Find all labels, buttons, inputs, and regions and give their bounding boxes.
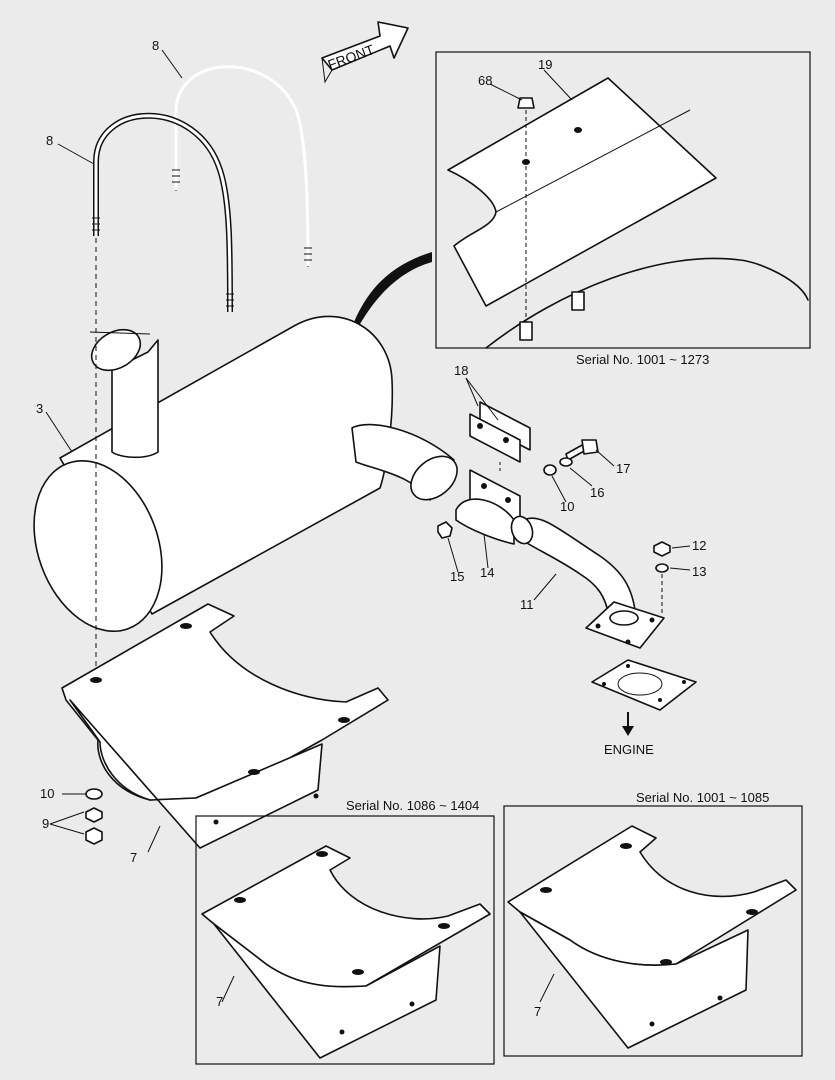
callout-8-top: 8	[152, 38, 159, 53]
callout-7-main: 7	[130, 850, 137, 865]
bracket-7-late	[201, 845, 491, 1059]
callout-8-left: 8	[46, 133, 53, 148]
u-bolt-front	[92, 112, 234, 313]
nut-9-upper	[85, 807, 103, 823]
callout-17: 17	[616, 461, 630, 476]
washer-10-right	[543, 464, 557, 476]
callout-11: 11	[520, 597, 534, 612]
callout-10-right: 10	[560, 499, 574, 514]
front-label: FRONT	[326, 41, 377, 73]
muffler-3	[33, 315, 458, 633]
exhaust-pipe-11	[510, 515, 665, 649]
callout-9: 9	[42, 816, 49, 831]
leader-lines	[45, 49, 691, 1003]
callout-13: 13	[692, 564, 706, 579]
bolt-17	[565, 439, 599, 461]
callout-7-right: 7	[534, 1004, 541, 1019]
serial-label-inset-center: Serial No. 1086 ~ 1404	[346, 798, 479, 813]
callout-16: 16	[590, 485, 604, 500]
callout-15: 15	[450, 569, 464, 584]
washer-13	[655, 563, 669, 573]
clamp-14	[455, 401, 531, 545]
serial-label-inset-right: Serial No. 1001 ~ 1085	[636, 790, 769, 805]
bracket-7-early	[507, 825, 797, 1049]
callout-10-left: 10	[40, 786, 54, 801]
inset-box-bracket-early	[503, 805, 803, 1057]
callout-7-center: 7	[216, 994, 223, 1009]
washer-16	[559, 457, 573, 467]
front-direction-arrow: FRONT	[321, 21, 409, 84]
nut-15	[437, 521, 453, 539]
bracket-7-main	[61, 603, 389, 849]
engine-label: ENGINE	[604, 742, 654, 757]
u-bolt-rear	[172, 65, 312, 267]
inset-box-heat-shield	[435, 51, 811, 349]
nut-9-lower	[85, 827, 103, 845]
callout-12: 12	[692, 538, 706, 553]
gasket	[591, 659, 697, 711]
engine-arrow	[622, 712, 634, 736]
washer-10-left	[85, 788, 103, 800]
serial-label-inset-top: Serial No. 1001 ~ 1273	[576, 352, 709, 367]
callout-19: 19	[538, 57, 552, 72]
callout-68: 68	[478, 73, 492, 88]
heat-shield-19	[447, 77, 809, 349]
callout-18: 18	[454, 363, 468, 378]
inset-pointer	[354, 252, 432, 324]
callout-14: 14	[480, 565, 494, 580]
inset-box-bracket-late	[195, 815, 495, 1065]
callout-3: 3	[36, 401, 43, 416]
nut-12	[653, 541, 671, 557]
